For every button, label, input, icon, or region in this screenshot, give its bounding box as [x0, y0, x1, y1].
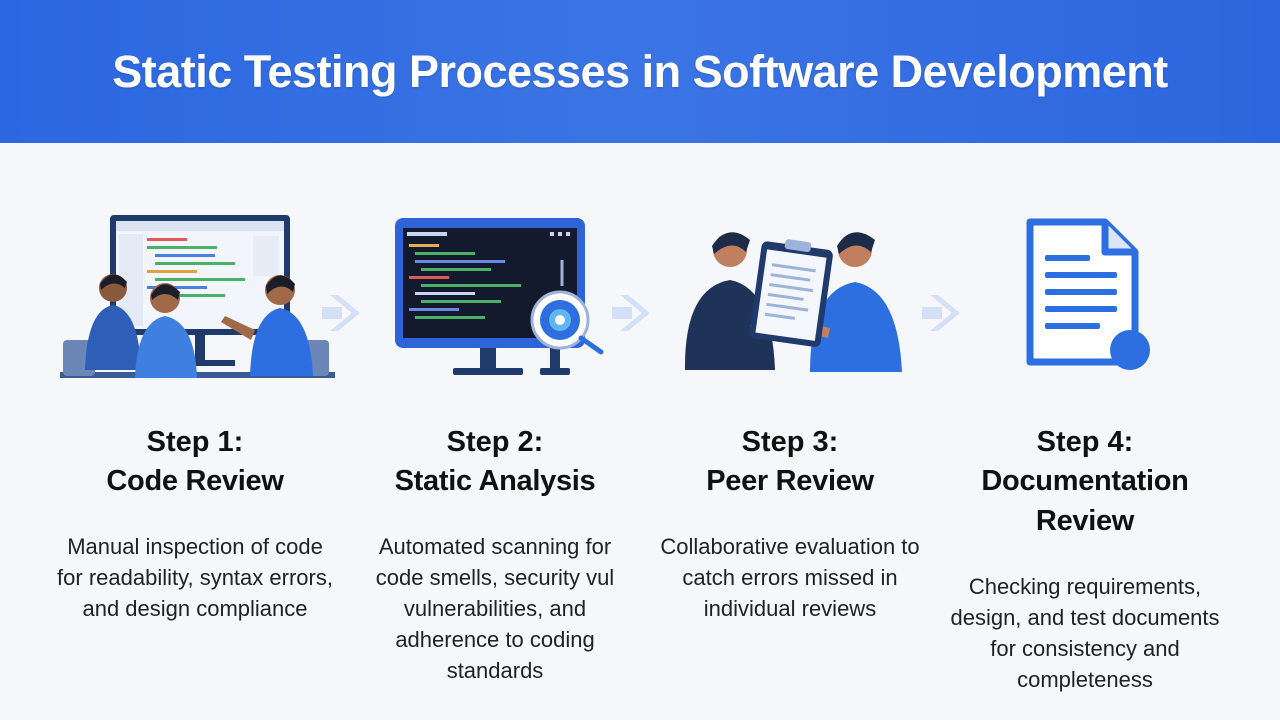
arrow-right-icon [922, 295, 960, 331]
step-description: Checking requirements, design, and test … [950, 574, 1220, 692]
header-banner: Static Testing Processes in Software Dev… [0, 0, 1280, 143]
step-title: Peer Review [706, 465, 874, 497]
code-monitor-scan-icon [345, 200, 645, 390]
step-number: Step 3: [741, 426, 839, 458]
step-number: Step 1: [146, 426, 244, 458]
step-title: Documentation Review [981, 465, 1189, 537]
document-icon [935, 200, 1235, 390]
step-description: Automated scanning for code smells, secu… [375, 534, 615, 683]
step-description: Collaborative evaluation to catch errors… [660, 534, 920, 621]
step-2: Step 2: Static Analysis Automated scanni… [345, 200, 645, 686]
step-4: Step 4: Documentation Review Checking re… [935, 200, 1235, 695]
peers-with-clipboard-icon [640, 200, 940, 390]
team-at-monitor-icon [45, 200, 345, 390]
step-number: Step 2: [446, 426, 544, 458]
arrow-right-icon [322, 295, 360, 331]
step-description: Manual inspection of code for readabilit… [57, 534, 333, 621]
step-number: Step 4: [1036, 426, 1134, 458]
page-title: Static Testing Processes in Software Dev… [112, 45, 1168, 97]
step-1: Step 1: Code Review Manual inspection of… [45, 200, 345, 624]
step-3: Step 3: Peer Review Collaborative evalua… [640, 200, 940, 624]
arrow-right-icon [612, 295, 650, 331]
step-title: Code Review [106, 465, 284, 497]
step-title: Static Analysis [394, 465, 596, 497]
